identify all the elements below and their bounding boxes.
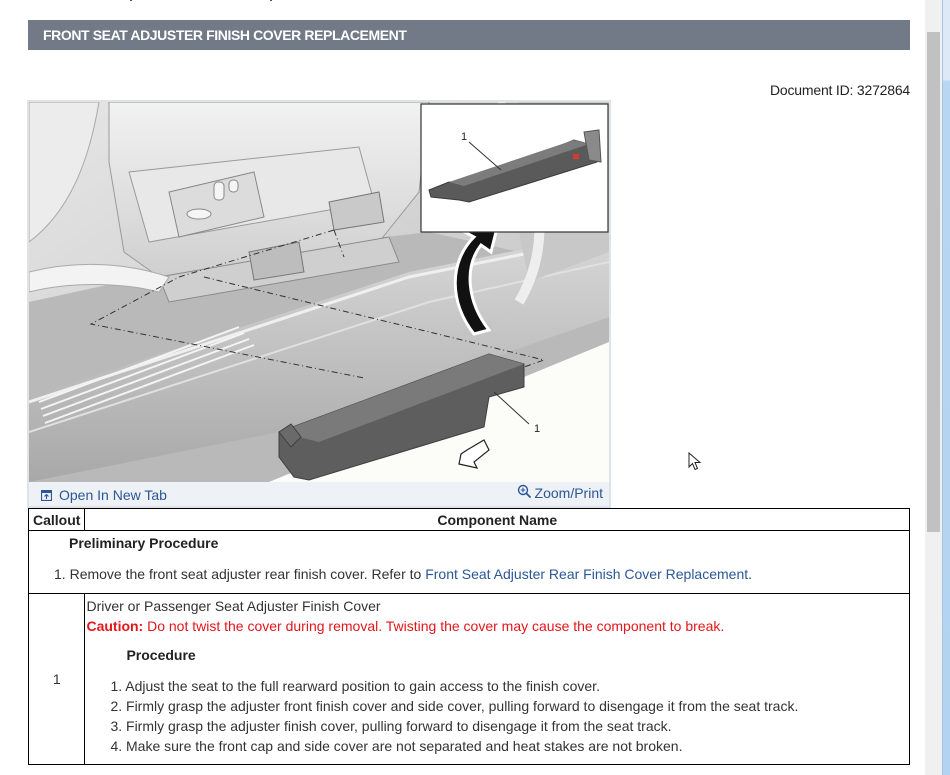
component-details: Driver or Passenger Seat Adjuster Finish… [84,593,910,765]
caution-text: Do not twist the cover during removal. T… [143,618,725,634]
header-callout: Callout [27,508,86,531]
open-in-new-tab-label: Open In New Tab [59,487,167,503]
step-text: Remove the front seat adjuster rear fini… [69,566,426,582]
procedure-title: Procedure [126,647,196,663]
page-title: FRONT SEAT ADJUSTER FINISH COVER REPLACE… [28,20,910,50]
preliminary-title: Preliminary Procedure [69,535,219,551]
preliminary-step: 1. Remove the front seat adjuster rear f… [29,564,909,584]
step-number: 1. [54,566,66,582]
cut-text-fragment [270,0,272,1]
figure-footer: Open In New Tab Zoom/Print [29,482,609,506]
document-id: Document ID: 3272864 [770,82,910,98]
caution-notice: Caution: Do not twist the cover during r… [86,616,909,636]
preliminary-row: Preliminary Procedure 1. Remove the fron… [28,530,910,594]
illustration-figure: 1 1 Open In New Tab Zoom/ [27,100,611,508]
previous-content-cut-off [0,0,910,8]
callout-table: Callout Component Name Preliminary Proce… [27,508,910,765]
zoom-print-label: Zoom/Print [534,485,603,501]
seat-adjuster-illustration[interactable]: 1 1 [29,102,609,482]
procedure-step: 3. Firmly grasp the adjuster finish cove… [110,718,672,734]
cut-text-fragment [130,0,132,1]
step-suffix: . [748,566,753,582]
mouse-cursor-icon [688,452,702,471]
procedure-steps: 1. Adjust the seat to the full rearward … [86,676,909,756]
svg-text:1: 1 [534,423,540,435]
svg-text:1: 1 [461,131,467,143]
procedure-step: 2. Firmly grasp the adjuster front finis… [110,698,799,714]
caution-label: Caution: [86,618,144,634]
zoom-in-icon [517,484,531,498]
vertical-scrollbar-thumb[interactable] [927,32,940,532]
table-row: 1 Driver or Passenger Seat Adjuster Fini… [27,593,910,765]
open-in-new-tab-link[interactable]: Open In New Tab [41,487,167,503]
procedure-step: 4. Make sure the front cap and side cove… [110,738,683,754]
open-new-tab-icon [41,489,52,501]
procedure-step: 1. Adjust the seat to the full rearward … [110,678,600,694]
callout-number: 1 [27,593,86,765]
header-component-name: Component Name [84,508,910,531]
preliminary-procedure: Preliminary Procedure 1. Remove the fron… [28,530,910,594]
table-header-row: Callout Component Name [27,508,910,531]
window-edge [942,0,950,775]
zoom-print-link[interactable]: Zoom/Print [517,484,603,501]
component-name: Driver or Passenger Seat Adjuster Finish… [86,598,381,614]
rear-finish-cover-link[interactable]: Front Seat Adjuster Rear Finish Cover Re… [425,566,749,582]
